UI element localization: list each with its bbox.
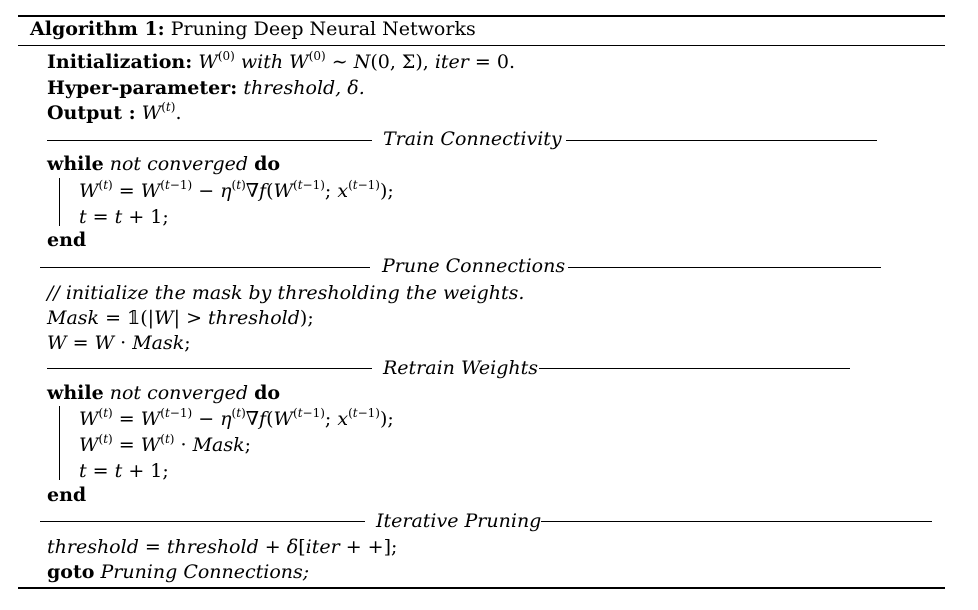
output-math: W(t) [141, 100, 176, 124]
output-line: Output : W(t). [47, 100, 182, 124]
output-label: Output : [47, 102, 136, 124]
apply-mask-line: W = W · Mask; [47, 332, 191, 354]
retrain-rule-right [539, 368, 850, 370]
algorithm-caption: Algorithm 1: Pruning Deep Neural Network… [30, 17, 476, 41]
hyper-parameter-line: Hyper-parameter: threshold, δ. [47, 76, 365, 100]
retrain-increment-line: t = t + 1; [79, 460, 169, 482]
hyper-label: Hyper-parameter: [47, 77, 238, 99]
mask-line: Mask = 𝟙(|W| > threshold); [47, 307, 314, 329]
train-block-bar [59, 178, 61, 226]
train-rule-left [47, 140, 372, 142]
initialization-line: Initialization: W(0) with W(0) ∼ N(0, Σ)… [47, 49, 516, 73]
section-train-connectivity: Train Connectivity [383, 128, 562, 150]
algorithm-title: Pruning Deep Neural Networks [170, 18, 476, 40]
iterative-rule-left [40, 521, 365, 523]
top-rule [18, 15, 945, 17]
train-cond: not converged [109, 153, 249, 175]
goto-kw: goto [47, 561, 95, 583]
train-update-line: W(t) = W(t−1) − η(t)∇f(W(t−1); x(t−1)); [79, 178, 394, 202]
prune-comment-line: // initialize the mask by thresholding t… [47, 281, 524, 305]
threshold-update-line: threshold = threshold + δ[iter + +]; [47, 536, 398, 558]
retrain-rule-left [47, 368, 372, 370]
train-end-kw: end [47, 229, 87, 251]
goto-line: goto Pruning Connections; [47, 560, 309, 584]
section-iterative-pruning: Iterative Pruning [376, 510, 542, 532]
init-with: with [240, 51, 284, 73]
retrain-while-kw: while [47, 382, 104, 404]
retrain-end-kw: end [47, 484, 87, 506]
train-do-kw: do [254, 153, 281, 175]
train-while-kw: while [47, 153, 104, 175]
retrain-cond: not converged [109, 382, 249, 404]
retrain-do-kw: do [254, 382, 281, 404]
hyper-text: threshold, δ. [243, 77, 365, 99]
section-retrain-weights: Retrain Weights [383, 357, 539, 379]
algorithm-label: Algorithm 1: [30, 18, 165, 40]
goto-target: Pruning Connections; [100, 561, 310, 583]
retrain-update-line: W(t) = W(t−1) − η(t)∇f(W(t−1); x(t−1)); [79, 406, 394, 430]
retrain-end-line: end [47, 483, 86, 507]
train-end-line: end [47, 228, 86, 252]
prune-rule-right [568, 267, 881, 269]
prune-rule-left [40, 267, 370, 269]
train-while-line: while not converged do [47, 152, 280, 176]
iterative-rule-right [541, 521, 932, 523]
train-increment-line: t = t + 1; [79, 206, 169, 228]
init-math: W(0) with W(0) [198, 49, 326, 73]
title-rule [18, 45, 945, 47]
retrain-while-line: while not converged do [47, 381, 280, 405]
train-rule-right [566, 140, 877, 142]
bottom-rule [18, 587, 945, 589]
retrain-mask-line: W(t) = W(t) · Mask; [79, 432, 252, 456]
prune-comment: // initialize the mask by thresholding t… [47, 282, 525, 304]
init-label: Initialization: [47, 51, 193, 73]
section-prune-connections: Prune Connections [382, 255, 566, 277]
retrain-block-bar [59, 406, 61, 480]
